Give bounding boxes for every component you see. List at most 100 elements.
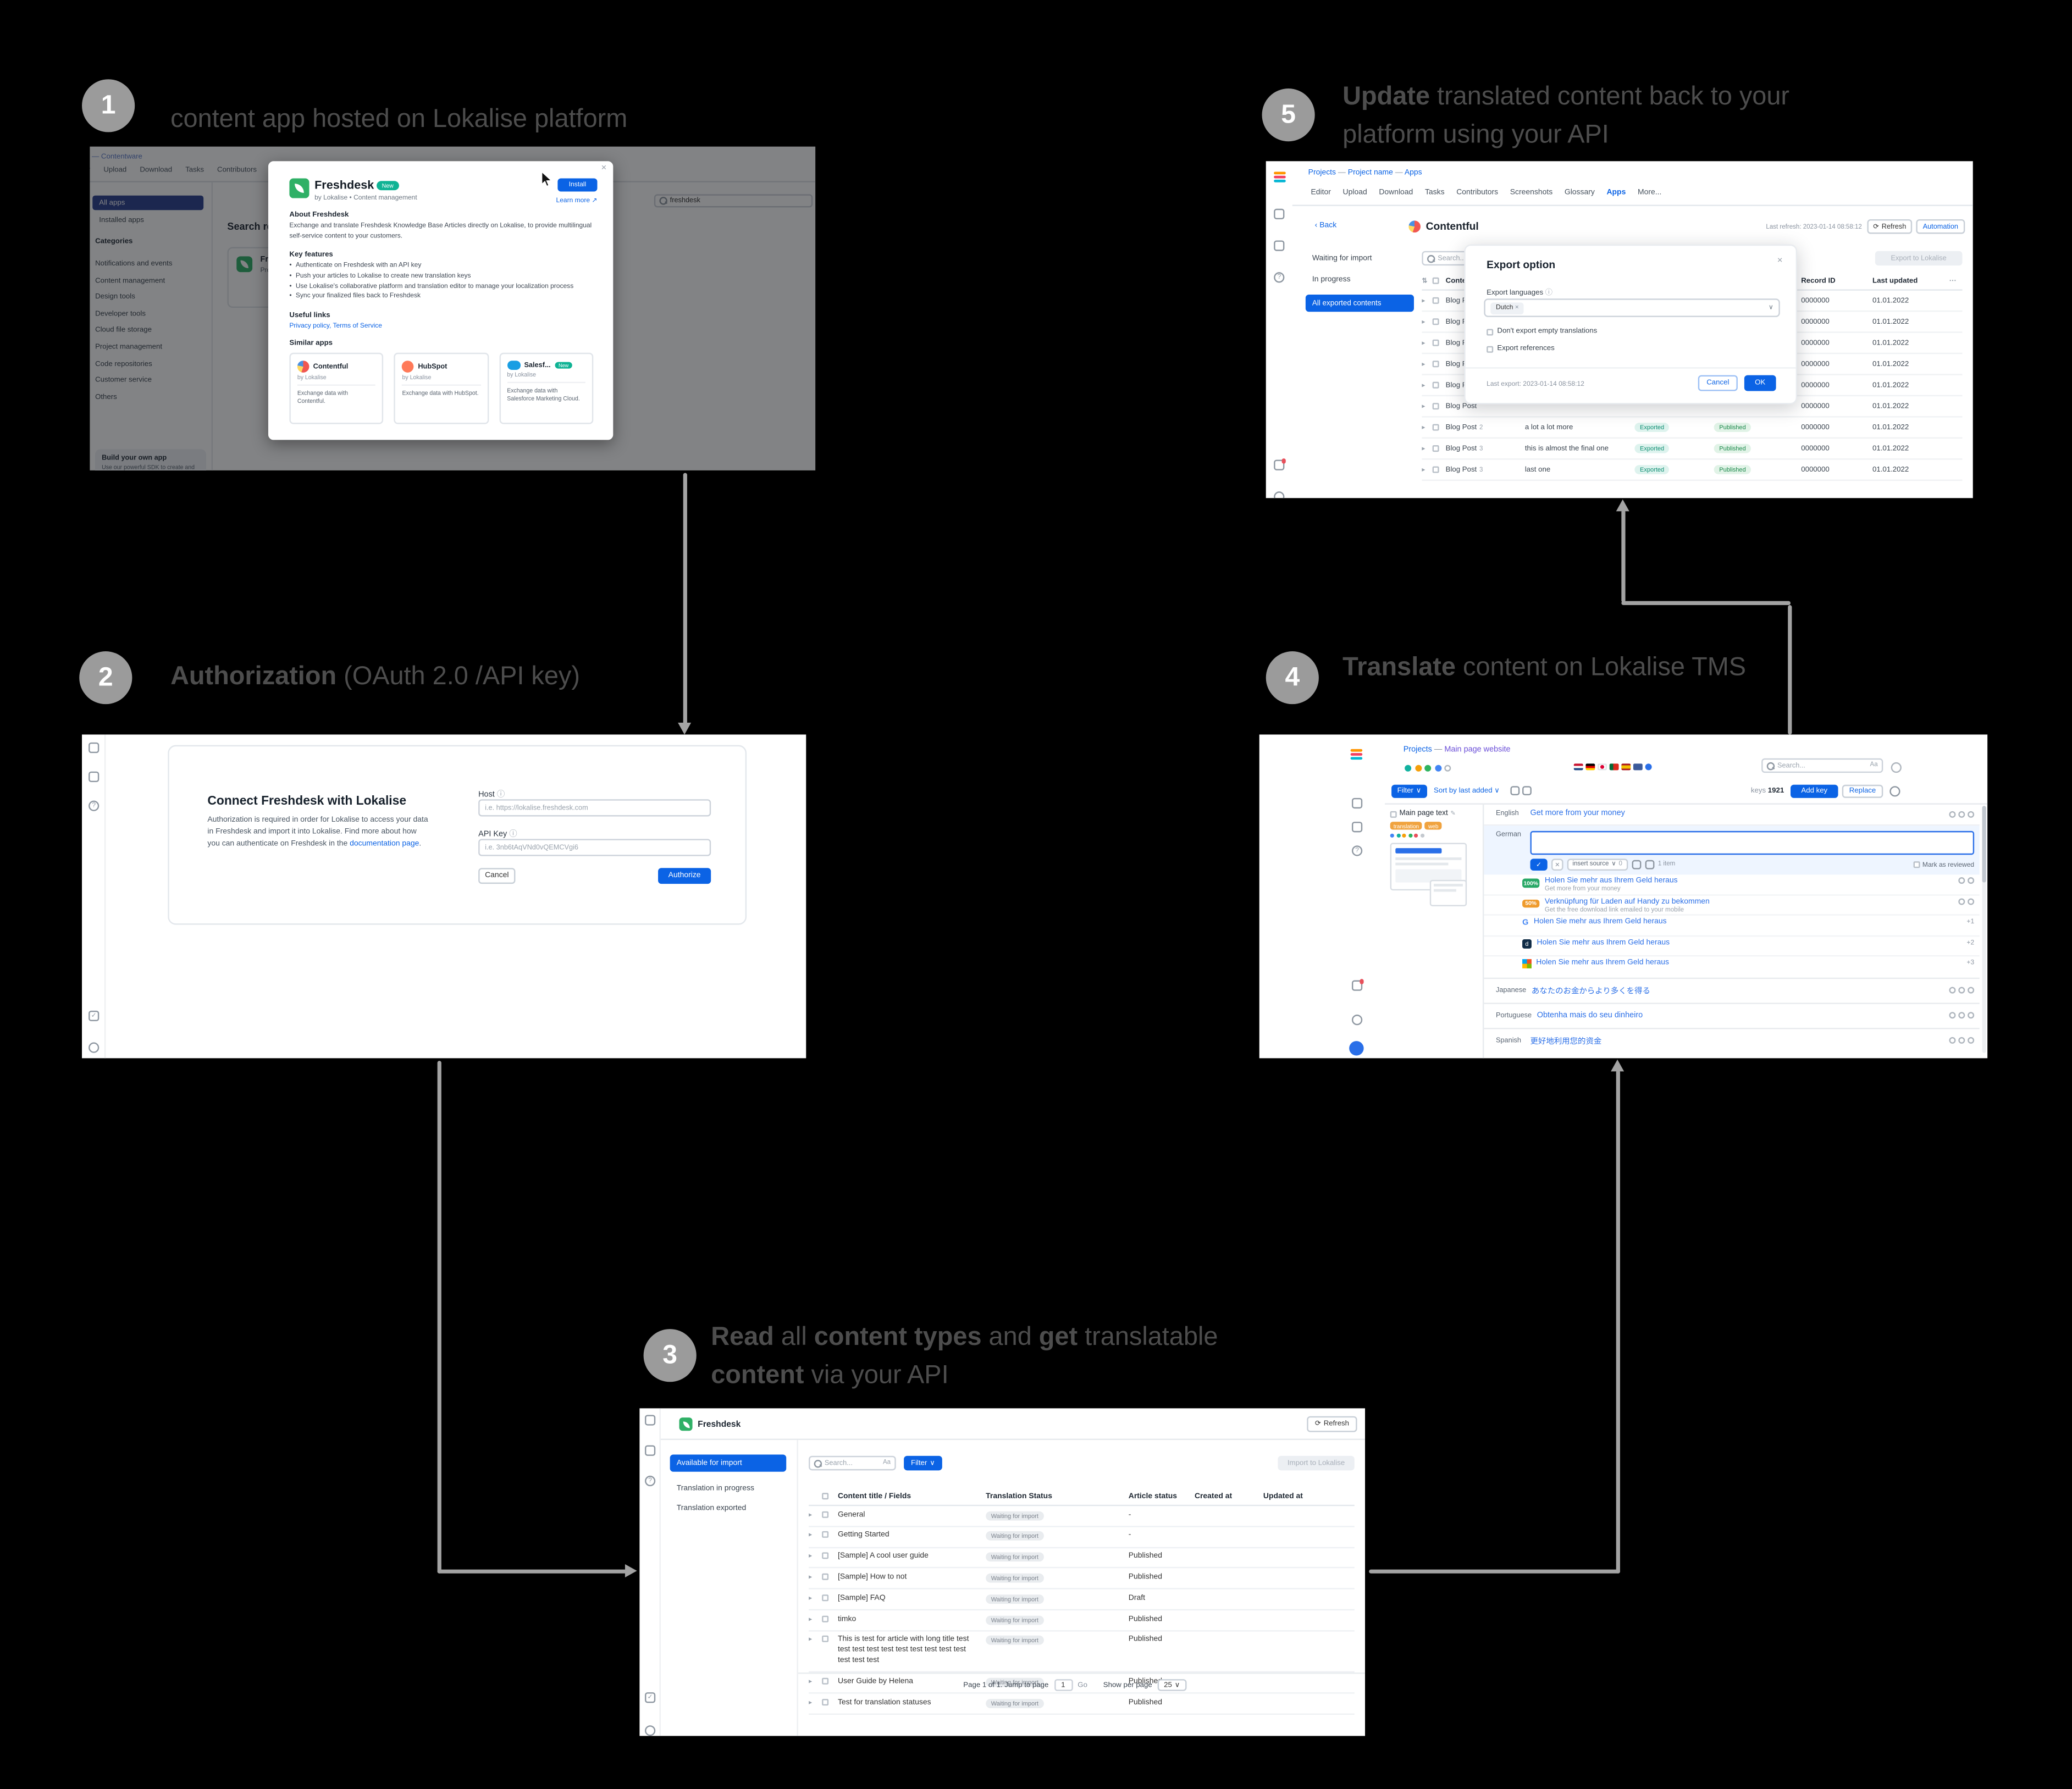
cancel-button[interactable]: Cancel (1698, 375, 1738, 391)
go-button[interactable]: Go (1078, 1681, 1087, 1690)
expander-icon[interactable]: ▸ (809, 1677, 813, 1686)
translation-row-german[interactable]: German ✓ ✕ insert source∨0 1 item Mark a… (1484, 826, 1980, 875)
tasks-icon[interactable] (89, 771, 100, 782)
inbox-icon[interactable] (1274, 458, 1286, 470)
expander-icon[interactable]: ▸ (1422, 381, 1425, 389)
profile-avatar[interactable] (1349, 1041, 1364, 1056)
more-icon[interactable] (1968, 1012, 1975, 1019)
authorize-button[interactable]: Authorize (658, 868, 711, 884)
confirm-button[interactable]: ✓ (1530, 859, 1548, 871)
api-key-input[interactable] (478, 839, 711, 856)
similar-app-card-hubspot[interactable]: HubSpot by Lokalise Exchange data with H… (394, 352, 489, 424)
more-icon[interactable] (1968, 877, 1975, 884)
suggestion-text[interactable]: Holen Sie mehr aus Ihrem Geld heraus (1537, 938, 1670, 947)
nav-tab-glossary[interactable]: Glossary (1564, 189, 1595, 197)
breadcrumb-projects[interactable]: Projects (1403, 746, 1432, 755)
tm-suggestion-50[interactable]: 50% Verknüpfung für Laden auf Handy zu b… (1484, 895, 1980, 916)
history-icon[interactable] (1949, 810, 1956, 817)
close-icon[interactable]: × (1777, 256, 1783, 265)
inbox-icon[interactable]: ✓ (645, 1692, 656, 1703)
expander-icon[interactable]: ▸ (809, 1573, 813, 1582)
expander-icon[interactable]: ▸ (1422, 296, 1425, 305)
nav-tab-screenshots[interactable]: Screenshots (1510, 189, 1553, 197)
row-checkbox[interactable] (822, 1698, 829, 1705)
back-link[interactable]: ‹ Back (1315, 222, 1337, 230)
checkbox[interactable] (1487, 328, 1494, 335)
refresh-button[interactable]: ⟳Refresh (1307, 1416, 1357, 1432)
suggestion-text[interactable]: Holen Sie mehr aus Ihrem Geld heraus (1536, 959, 1669, 967)
useful-links[interactable]: Privacy policy, Terms of Service (289, 323, 593, 330)
insert-source-select[interactable]: insert source∨0 (1567, 859, 1628, 871)
nav-translation-in-progress[interactable]: Translation in progress (677, 1485, 788, 1493)
more-icon[interactable] (1968, 1037, 1975, 1044)
chat-icon[interactable] (89, 1042, 100, 1053)
editor-search[interactable]: Aa (1761, 758, 1883, 773)
content-row[interactable]: ▸ [Sample] A cool user guide Waiting for… (809, 1548, 1355, 1569)
expander-icon[interactable]: ▸ (1422, 444, 1425, 453)
nav-translation-exported[interactable]: Translation exported (677, 1505, 788, 1513)
chevron-down-icon[interactable]: ∨ (1768, 303, 1773, 312)
help-icon[interactable]: ? (89, 800, 100, 811)
translation-row-portuguese[interactable]: Portuguese Obtenha mais do seu dinheiro (1484, 1002, 1980, 1027)
projects-icon[interactable] (89, 742, 100, 754)
content-row[interactable]: ▸ Blog Post 0000000 01.01.2022 (1422, 396, 1963, 418)
expander-icon[interactable]: ▸ (809, 1510, 813, 1519)
list-view-icon[interactable] (1510, 786, 1520, 796)
scrollbar-track[interactable] (1981, 806, 1986, 1053)
translation-text[interactable]: Obtenha mais do seu dinheiro (1537, 1011, 1643, 1020)
expander-icon[interactable]: ▸ (809, 1698, 813, 1707)
mt-suggestion-deepl[interactable]: d Holen Sie mehr aus Ihrem Geld heraus +… (1484, 936, 1980, 957)
nav-tab-more[interactable]: More... (1637, 189, 1662, 197)
insert-icon[interactable] (1958, 898, 1965, 905)
nav-tab-apps[interactable]: Apps (1606, 189, 1626, 197)
checkbox[interactable] (1487, 345, 1494, 352)
expander-icon[interactable]: ▸ (809, 1552, 813, 1561)
ok-button[interactable]: OK (1744, 375, 1776, 391)
filter-button[interactable]: Filter∨ (1391, 784, 1427, 798)
flag-jp[interactable] (1598, 763, 1607, 771)
breadcrumb-project-name[interactable]: Project name (1347, 169, 1393, 178)
history-icon[interactable] (1949, 1037, 1956, 1044)
suggestion-text[interactable]: Holen Sie mehr aus Ihrem Geld heraus (1533, 918, 1667, 926)
row-checkbox[interactable] (822, 1552, 829, 1559)
content-row[interactable]: ▸ timko Waiting for import Published (809, 1610, 1355, 1632)
row-checkbox[interactable] (822, 1510, 829, 1517)
more-icon[interactable] (1968, 898, 1975, 905)
extra-count[interactable]: +3 (1966, 959, 1975, 967)
flag-gb[interactable] (1633, 763, 1643, 771)
content-search[interactable]: Aa (809, 1455, 896, 1471)
expander-icon[interactable]: ▸ (809, 1615, 813, 1624)
export-references-checkbox[interactable]: Export references (1487, 345, 1555, 353)
gear-icon[interactable] (1889, 786, 1900, 797)
replace-button[interactable]: Replace (1842, 784, 1883, 798)
language-multiselect[interactable]: Dutch × ∨ (1484, 298, 1780, 317)
translation-text[interactable]: 更好地利用您的资金 (1530, 1038, 1602, 1046)
expander-icon[interactable]: ▸ (809, 1636, 813, 1644)
breadcrumb-projects[interactable]: Projects (1308, 169, 1336, 178)
history-icon[interactable] (1949, 1012, 1956, 1019)
row-checkbox[interactable] (1432, 297, 1439, 304)
expander-icon[interactable]: ▸ (1422, 318, 1425, 326)
nav-tab-upload[interactable]: Upload (1342, 189, 1367, 197)
help-icon[interactable]: ? (1274, 272, 1285, 283)
extra-count[interactable]: +2 (1966, 938, 1975, 947)
similar-app-card-salesforce[interactable]: Salesf...New by Lokalise Exchange data w… (499, 352, 594, 424)
content-row[interactable]: ▸ Getting Started Waiting for import - (809, 1527, 1355, 1548)
settings-icon[interactable] (1891, 762, 1902, 773)
content-row[interactable]: ▸ [Sample] FAQ Waiting for import Draft (809, 1589, 1355, 1611)
screenshot-thumbnail[interactable] (1429, 879, 1467, 906)
automation-button[interactable]: Automation (1916, 219, 1965, 234)
projects-icon[interactable] (1274, 208, 1285, 220)
comment-icon[interactable] (1958, 987, 1965, 994)
tasks-icon[interactable] (1351, 822, 1363, 833)
dont-export-empty-checkbox[interactable]: Don't export empty translations (1487, 328, 1597, 336)
extra-count[interactable]: +1 (1966, 918, 1975, 926)
row-checkbox[interactable] (822, 1636, 829, 1643)
close-icon[interactable]: × (601, 164, 606, 173)
flag-nl[interactable] (1573, 763, 1583, 771)
expander-icon[interactable]: ▸ (1422, 402, 1425, 411)
search-input[interactable] (1777, 760, 1867, 772)
host-input[interactable] (478, 799, 711, 817)
